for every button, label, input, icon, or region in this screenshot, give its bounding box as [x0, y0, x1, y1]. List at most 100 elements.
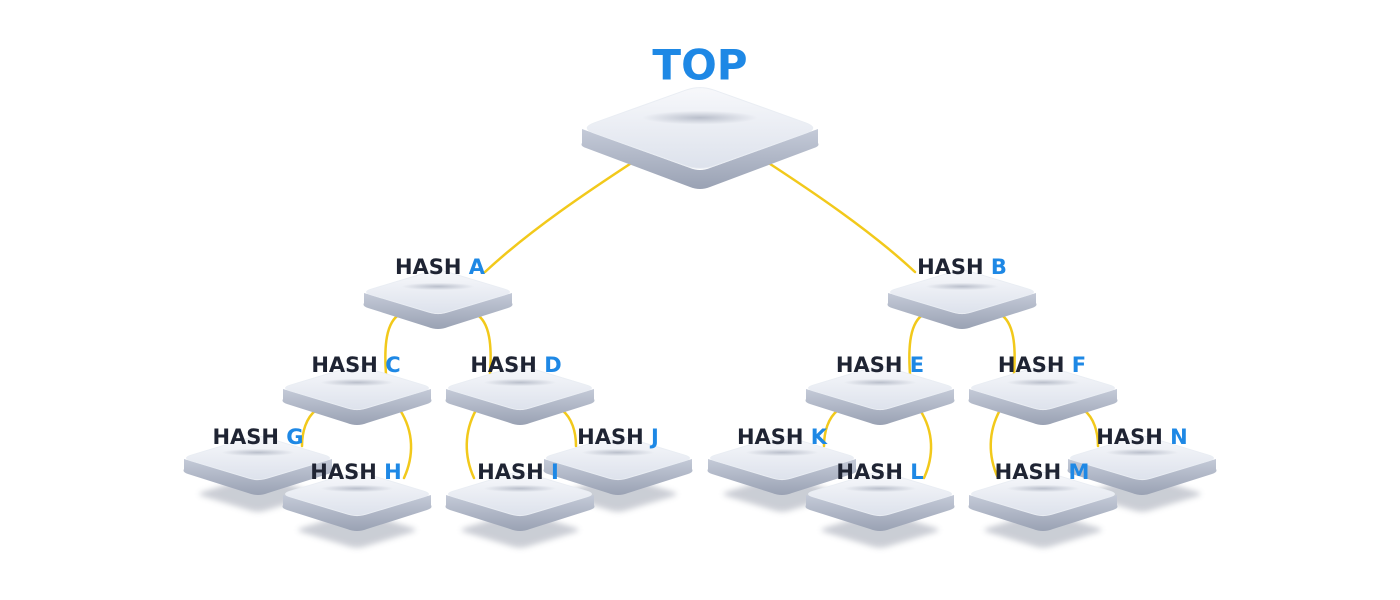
- plate-side: [707, 459, 857, 495]
- hash-m-label: HASH M: [995, 460, 1090, 484]
- hash-letter: N: [1170, 425, 1188, 449]
- plate-dent: [1006, 378, 1080, 387]
- plate-dent: [320, 484, 394, 493]
- plate-top: [586, 87, 814, 169]
- plate-side: [445, 495, 595, 531]
- plate-top: [546, 435, 690, 481]
- hash-word: HASH: [836, 353, 910, 377]
- plate-side: [1067, 459, 1217, 495]
- hash-a-node: [363, 269, 513, 329]
- hash-letter: A: [469, 255, 486, 279]
- plate-dent: [1105, 448, 1179, 457]
- plate-dent: [401, 282, 475, 291]
- hash-letter: G: [286, 425, 303, 449]
- plate-side: [543, 459, 693, 495]
- plate-top: [808, 365, 952, 411]
- plate-side: [183, 459, 333, 495]
- connector-top-a: [483, 158, 638, 274]
- hash-n-node: [1067, 435, 1217, 512]
- hash-f-node: [968, 365, 1118, 425]
- hash-n-label: HASH N: [1096, 425, 1187, 449]
- connector-d-i: [465, 408, 478, 480]
- hash-d-node: [445, 365, 595, 425]
- hash-g-label: HASH G: [212, 425, 303, 449]
- connector-c-h: [398, 408, 413, 480]
- hash-e-node: [805, 365, 955, 425]
- plate-top: [971, 365, 1115, 411]
- hash-letter: E: [910, 353, 924, 377]
- hash-word: HASH: [577, 425, 651, 449]
- plate-side: [581, 129, 819, 189]
- hash-letter: M: [1068, 460, 1089, 484]
- hash-letter: J: [649, 425, 659, 449]
- hash-word: HASH: [998, 353, 1072, 377]
- hash-letter: C: [385, 353, 400, 377]
- plate-dent: [1006, 484, 1080, 493]
- hash-l-label: HASH L: [836, 460, 923, 484]
- plate-top: [448, 365, 592, 411]
- hash-g-node: [183, 435, 333, 512]
- plate-side: [968, 389, 1118, 425]
- hash-h-label: HASH H: [310, 460, 401, 484]
- hash-word: HASH: [737, 425, 811, 449]
- hash-d-label: HASH D: [470, 353, 561, 377]
- plate-dent: [925, 282, 999, 291]
- connector-d-j: [560, 408, 578, 448]
- connector-top-b: [762, 158, 917, 274]
- top-label: TOP: [652, 41, 747, 90]
- hash-letter: D: [544, 353, 561, 377]
- plate-side: [887, 293, 1037, 329]
- hash-letter: K: [811, 425, 828, 449]
- hash-j-label: HASH J: [577, 425, 659, 449]
- hash-word: HASH: [1096, 425, 1170, 449]
- hash-l-node: [805, 471, 955, 548]
- hash-word: HASH: [470, 353, 544, 377]
- plate-top: [285, 365, 429, 411]
- hash-word: HASH: [917, 255, 991, 279]
- plate-layer: [183, 87, 1217, 548]
- plate-dent: [642, 110, 758, 125]
- hash-word: HASH: [212, 425, 286, 449]
- hash-letter: I: [551, 460, 559, 484]
- hash-word: HASH: [310, 460, 384, 484]
- hash-k-label: HASH K: [737, 425, 828, 449]
- plate-top: [808, 471, 952, 517]
- hash-word: HASH: [836, 460, 910, 484]
- hash-letter: B: [991, 255, 1007, 279]
- plate-side: [282, 495, 432, 531]
- hash-letter: H: [384, 460, 402, 484]
- plate-top: [890, 269, 1034, 315]
- connector-c-g: [300, 408, 318, 448]
- hash-e-label: HASH E: [836, 353, 924, 377]
- plate-dent: [581, 448, 655, 457]
- connector-f-m: [989, 408, 1002, 480]
- hash-i-node: [445, 471, 595, 548]
- hash-word: HASH: [395, 255, 469, 279]
- hash-letter: F: [1072, 353, 1086, 377]
- plate-side: [445, 389, 595, 425]
- hash-word: HASH: [311, 353, 385, 377]
- plate-top: [710, 435, 854, 481]
- hash-f-label: HASH F: [998, 353, 1086, 377]
- hash-letter: L: [910, 460, 923, 484]
- plate-dent: [320, 378, 394, 387]
- plate-dent: [843, 378, 917, 387]
- hash-c-node: [282, 365, 432, 425]
- plate-top: [448, 471, 592, 517]
- plate-top: [366, 269, 510, 315]
- hash-m-node: [968, 471, 1118, 548]
- plate-top: [971, 471, 1115, 517]
- hash-b-node: [887, 269, 1037, 329]
- hash-c-label: HASH C: [311, 353, 400, 377]
- top-node: [581, 87, 819, 189]
- plate-side: [282, 389, 432, 425]
- hash-word: HASH: [477, 460, 551, 484]
- plate-dent: [745, 448, 819, 457]
- hash-b-label: HASH B: [917, 255, 1007, 279]
- plate-dent: [843, 484, 917, 493]
- plate-dent: [221, 448, 295, 457]
- hash-h-node: [282, 471, 432, 548]
- connector-e-k: [822, 408, 840, 448]
